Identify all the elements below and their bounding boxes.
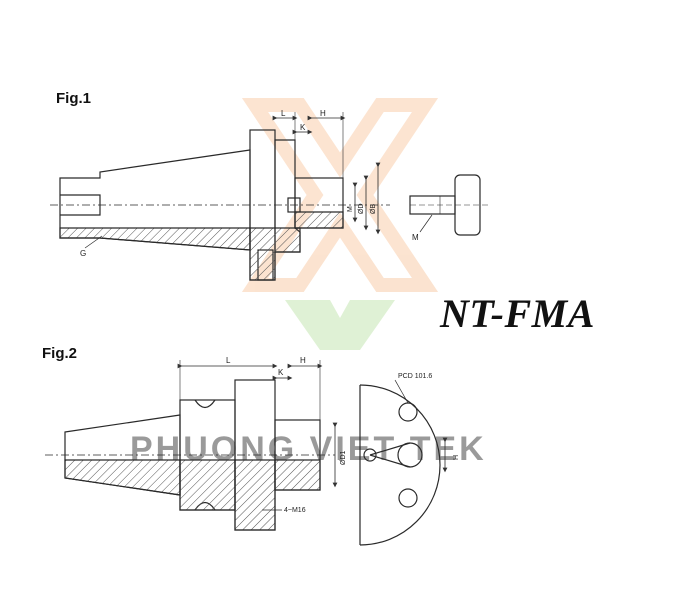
fig2-hatch-taper bbox=[64, 459, 181, 496]
fig1-dim-B: ØB bbox=[370, 204, 377, 214]
fig2-front-H: H bbox=[453, 455, 460, 460]
fig1-dim-D: ØD bbox=[358, 204, 365, 215]
fig1-drawing bbox=[50, 112, 490, 281]
fig2-dim-H: H bbox=[300, 356, 306, 365]
fig1-dim-G: G bbox=[80, 249, 86, 258]
fig1-dim-M: M bbox=[347, 206, 354, 212]
fig2-dim-D1: ØD1 bbox=[340, 451, 347, 466]
fig2-dim-thread: 4~M16 bbox=[284, 507, 306, 514]
fig1-dim-K: K bbox=[300, 123, 306, 132]
fig1-dim-H: H bbox=[320, 109, 326, 118]
fig1-pilot-hatch bbox=[294, 211, 344, 229]
fig2-flange-hatch bbox=[179, 459, 236, 511]
fig2-label: Fig.2 bbox=[42, 345, 78, 362]
product-title: NT-FMA bbox=[440, 291, 595, 336]
fig2-drawing bbox=[45, 360, 448, 546]
fig1-dim-L: L bbox=[281, 109, 286, 118]
fig1-flange-hatch bbox=[249, 227, 301, 281]
fig2-pilot-hatch bbox=[274, 459, 321, 491]
fig2-dim-K: K bbox=[278, 368, 284, 377]
fig1-hatch-section bbox=[59, 227, 251, 251]
fig1-screw-M: M bbox=[412, 233, 419, 242]
watermark-logo bbox=[241, 98, 439, 350]
fig1-label: Fig.1 bbox=[56, 90, 92, 107]
fig2-dim-pcd: PCD 101.6 bbox=[398, 373, 432, 380]
fig2-dim-L: L bbox=[226, 356, 231, 365]
fig2-body-hatch bbox=[234, 459, 276, 531]
